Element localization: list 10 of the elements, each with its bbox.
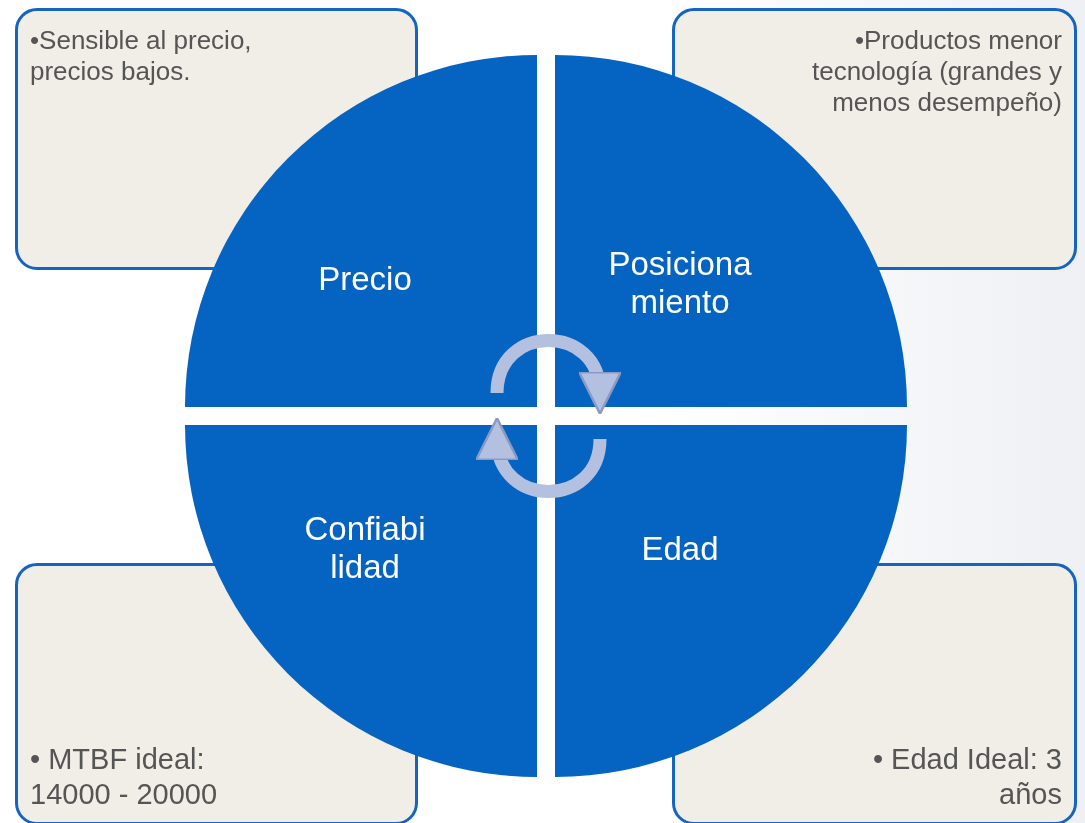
cycle-arrow [477,417,607,498]
cycle-arrow [490,334,620,415]
bullet-text: • MTBF ideal: 14000 - 20000 [30,742,219,812]
bullet-text: •Productos menor tecnología (grandes y menos desempeño) [810,25,1062,119]
bullet-text: • Edad Ideal: 3 años [871,742,1062,812]
quadrant-label: Precio [317,260,413,298]
quadrant-label: Posiciona miento [607,245,753,321]
quadrant-label: Confiabi lidad [303,510,427,586]
bullet-text: •Sensible al precio, precios bajos. [30,25,253,88]
quadrant-label: Edad [640,530,720,568]
